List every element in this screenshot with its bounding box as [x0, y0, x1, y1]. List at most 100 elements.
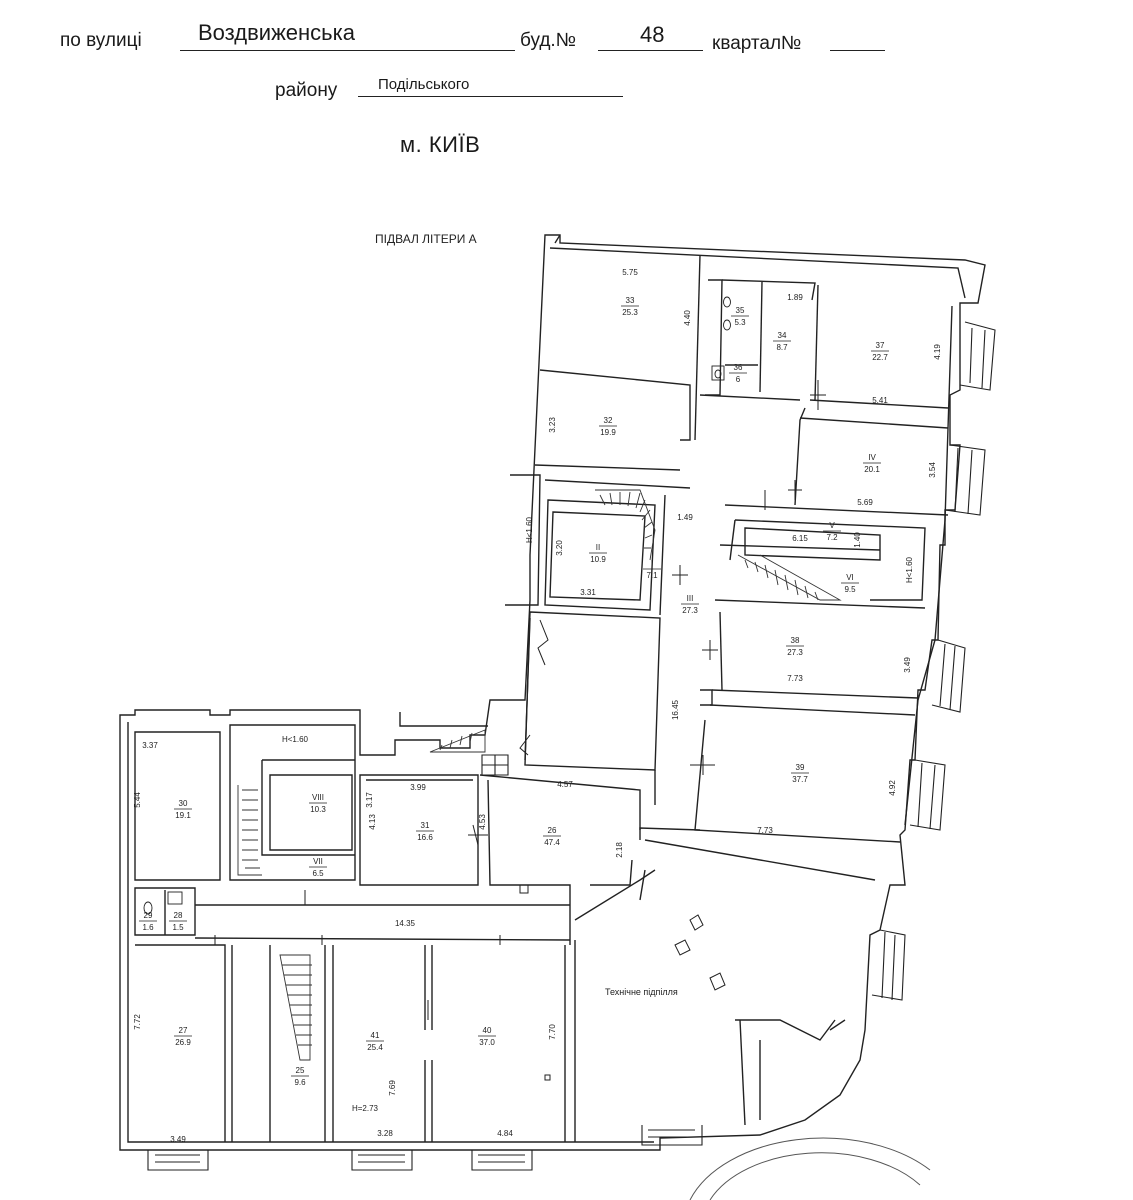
city-name: м. КИЇВ	[400, 132, 481, 157]
room-number: 41	[371, 1031, 380, 1040]
dimension-label: 3.49	[903, 657, 912, 673]
dimension-label: 7.70	[548, 1024, 557, 1040]
room-area: 1.5	[172, 923, 184, 932]
dimension-label: 6.15	[792, 534, 808, 543]
room-label: V 7.2	[823, 521, 841, 542]
room-area: 8.7	[776, 343, 788, 352]
building-value: 48	[640, 22, 665, 47]
room-area: 10.3	[310, 805, 326, 814]
district-label: району	[275, 80, 338, 101]
dimension-label: H<1.60	[525, 516, 534, 543]
room-label: 291.6	[139, 911, 157, 932]
dimension-label: 1.49	[677, 513, 693, 522]
dimension-label: 7.73	[787, 674, 803, 683]
dimension-label: 3.37	[142, 741, 158, 750]
room-label: II 10.9	[589, 543, 607, 564]
dimension-label: 3.23	[548, 417, 557, 433]
room-area: 27.3	[787, 648, 803, 657]
room-number: IV	[868, 453, 876, 462]
room-area: 19.9	[600, 428, 616, 437]
room-number: 30	[179, 799, 188, 808]
street-underline	[180, 50, 515, 51]
room-area: 27.3	[682, 606, 698, 615]
room-area: 25.3	[622, 308, 638, 317]
room-number: VI	[846, 573, 854, 582]
room-number: 25	[296, 1066, 305, 1075]
room-area: 7.1	[646, 571, 658, 580]
room-area: 10.9	[590, 555, 606, 564]
room-area: 20.1	[864, 465, 880, 474]
room-number: VIII	[312, 793, 324, 802]
dimension-label: 7.73	[757, 826, 773, 835]
dimension-label: 4.53	[478, 814, 487, 830]
staircases	[237, 489, 842, 1061]
room-label: 366	[729, 363, 747, 384]
room-label: 259.6	[291, 1066, 309, 1087]
room-area: 16.6	[417, 833, 433, 842]
district-underline	[358, 96, 623, 97]
dimension-label: 7.69	[388, 1080, 397, 1096]
dimension-label: 3.28	[377, 1129, 393, 1138]
dimension-label: 3.20	[555, 540, 564, 556]
room-number: 27	[179, 1026, 188, 1035]
dimension-label: 14.35	[395, 919, 416, 928]
room-number: 26	[548, 826, 557, 835]
room-area: 7.2	[826, 533, 838, 542]
room-number: VII	[313, 857, 323, 866]
dimension-label: 4.40	[683, 310, 692, 326]
dimension-label: 3.31	[580, 588, 596, 597]
dimension-label: 5.44	[133, 792, 142, 808]
room-number: 28	[174, 911, 183, 920]
dimension-label: 3.17	[365, 792, 374, 808]
district-value: Подільського	[378, 76, 470, 93]
room-number: III	[687, 594, 694, 603]
dimension-label: 4.84	[497, 1129, 513, 1138]
window-wells	[147, 321, 996, 1171]
building-label: буд.№	[520, 30, 577, 51]
room-number: 34	[778, 331, 787, 340]
room-number: 39	[796, 763, 805, 772]
dimension-label: 5.41	[872, 396, 888, 405]
room-number: II	[596, 543, 600, 552]
room-label: IV 20.1	[863, 453, 881, 474]
room-area: 19.1	[175, 811, 191, 820]
room-area: 9.5	[844, 585, 856, 594]
dimension-label: 5.75	[622, 268, 638, 277]
room-number: 35	[736, 306, 745, 315]
dimension-label: 3.54	[928, 462, 937, 478]
dimension-label: 2.18	[615, 842, 624, 858]
room-area: 22.7	[872, 353, 888, 362]
room-label: 38 27.3	[786, 636, 804, 657]
dimension-labels: 5.754.401.894.195.413.233.545.691.49H<1.…	[133, 268, 942, 1144]
dimension-label: 5.69	[857, 498, 873, 507]
dimension-label: 4.19	[933, 344, 942, 360]
room-label: 30 19.1	[174, 799, 192, 820]
room-label: VII 6.5	[309, 857, 327, 878]
block-underline	[830, 50, 885, 51]
dimension-label: 3.49	[170, 1135, 186, 1144]
room-number: 37	[876, 341, 885, 350]
room-area: 47.4	[544, 838, 560, 847]
room-area: 37.0	[479, 1038, 495, 1047]
dimension-label: 4.57	[557, 780, 573, 789]
walls	[119, 234, 986, 1151]
room-label: 40 37.0	[478, 1026, 496, 1047]
room-area: 5.3	[734, 318, 746, 327]
door-marks	[214, 380, 826, 1081]
room-number: 31	[421, 821, 430, 830]
room-number: 40	[483, 1026, 492, 1035]
room-area: 6.5	[312, 869, 324, 878]
building-underline	[598, 50, 703, 51]
sanitary-fixtures	[143, 296, 731, 915]
dimension-label: 1.89	[787, 293, 803, 302]
room-number: V	[829, 521, 835, 530]
dimension-label: H=2.73	[352, 1104, 379, 1113]
room-number: 38	[791, 636, 800, 645]
room-label: 281.5	[169, 911, 187, 932]
room-label: VI 9.5	[841, 573, 859, 594]
dimension-label: H<1.60	[282, 735, 309, 744]
